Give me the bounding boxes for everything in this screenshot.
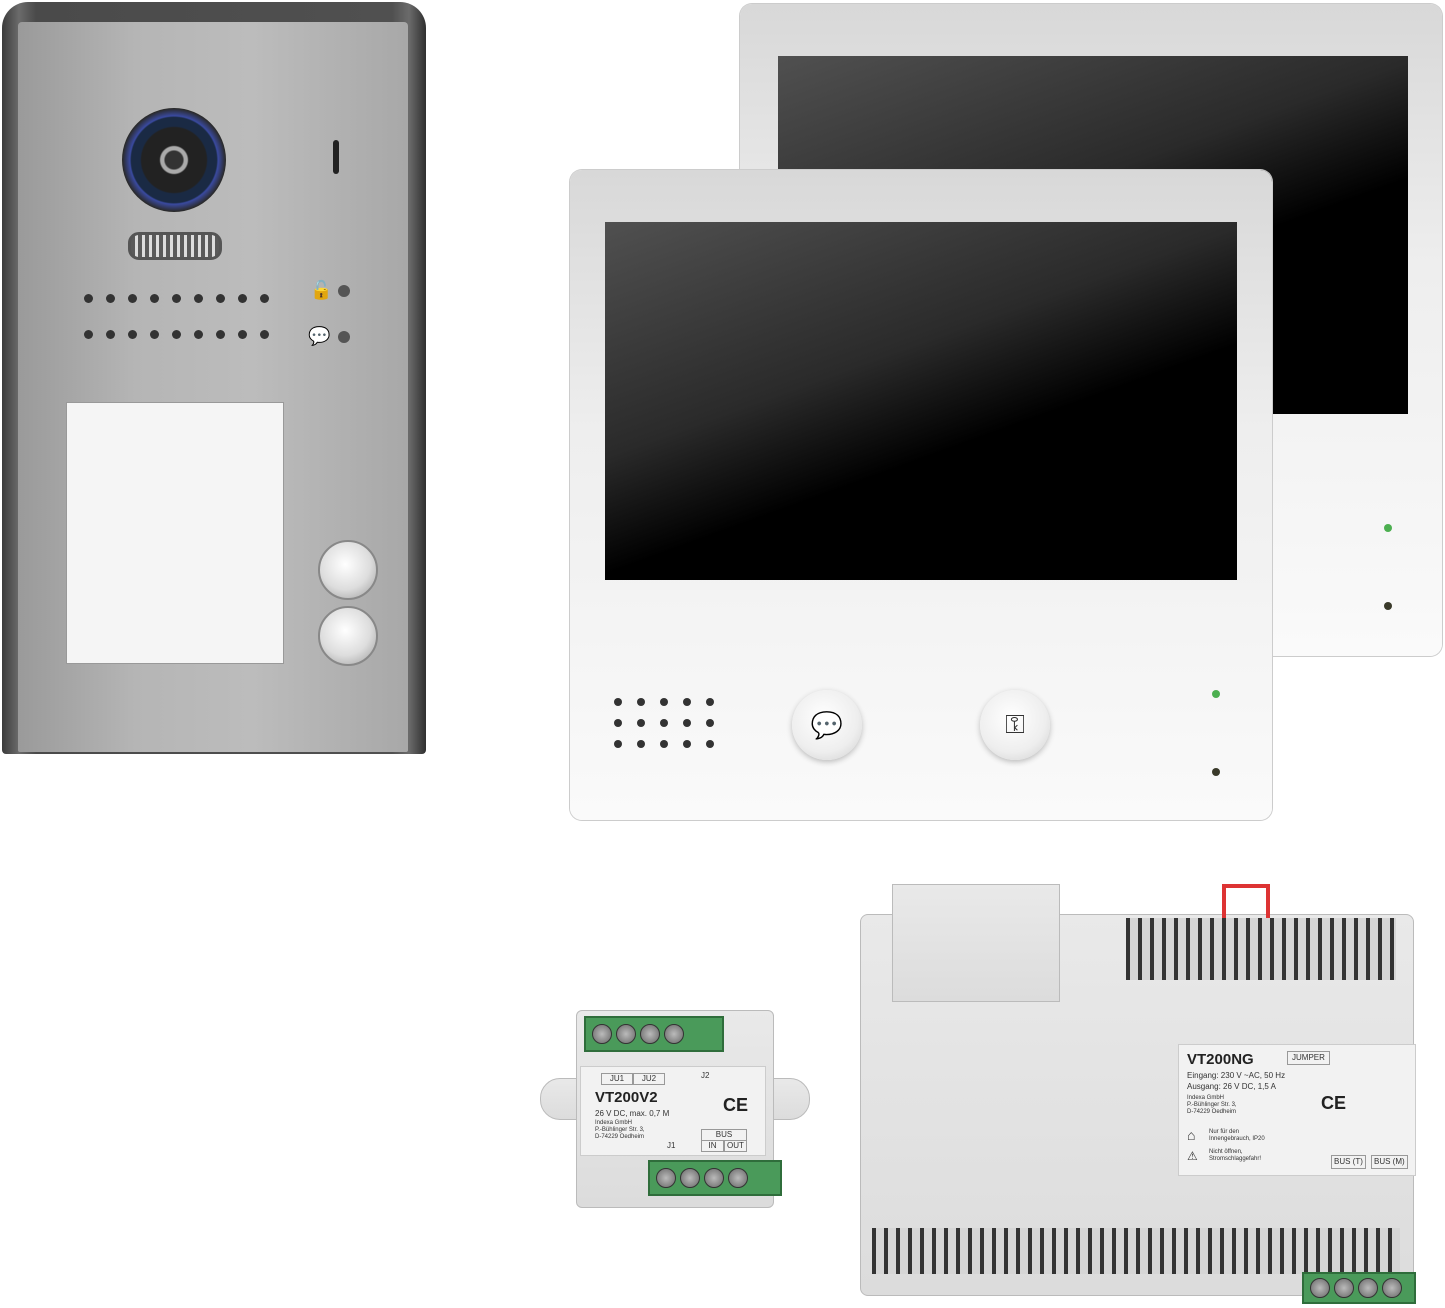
lock-status-led: [338, 285, 350, 297]
monitor-back-led-green: [1384, 524, 1392, 532]
speaker-grill: [84, 294, 269, 339]
model-name: VT200NG: [1187, 1051, 1254, 1068]
monitor-front-screen: [605, 222, 1237, 580]
house-icon: ⌂: [1187, 1127, 1196, 1143]
camera-lens: [122, 108, 226, 212]
warning-icon: ⚠: [1187, 1149, 1198, 1163]
bell-button-1[interactable]: [318, 540, 378, 600]
speech-bubble-icon: 💬: [308, 326, 331, 346]
monitor-front-led: [1212, 768, 1220, 776]
talk-status-led: [338, 331, 350, 343]
microphone-slot: [333, 140, 339, 174]
nameplate: [66, 402, 284, 664]
jumper-wire: [1222, 884, 1270, 918]
power-supply-label: VT200NG JUMPER Eingang: 230 V ~AC, 50 Hz…: [1178, 1044, 1416, 1176]
bell-button-2[interactable]: [318, 606, 378, 666]
ce-mark: CE: [723, 1095, 749, 1115]
monitor-front-led-green: [1212, 690, 1220, 698]
terminal-block-top: [584, 1016, 724, 1052]
terminal-block-bottom: [648, 1160, 782, 1196]
power-terminal-block: [1302, 1272, 1416, 1304]
distributor-label: JU1 JU2 J2 VT200V2 26 V DC, max. 0,7 M I…: [580, 1066, 766, 1156]
speech-bubble-icon: 💬: [810, 709, 844, 740]
key-icon: ⚿: [1005, 709, 1025, 739]
talk-button[interactable]: 💬: [792, 690, 862, 760]
monitor-speaker-grill: [614, 698, 714, 748]
model-name: VT200V2: [595, 1089, 658, 1106]
power-supply-cover: [892, 884, 1060, 1002]
top-vents: [1126, 918, 1396, 980]
unlock-button[interactable]: ⚿: [980, 690, 1050, 760]
ir-light-strip: [128, 232, 222, 260]
bottom-vents: [872, 1228, 1400, 1274]
monitor-back-led: [1384, 602, 1392, 610]
ce-mark: CE: [1321, 1093, 1347, 1113]
lock-icon: 🔓: [310, 280, 333, 300]
